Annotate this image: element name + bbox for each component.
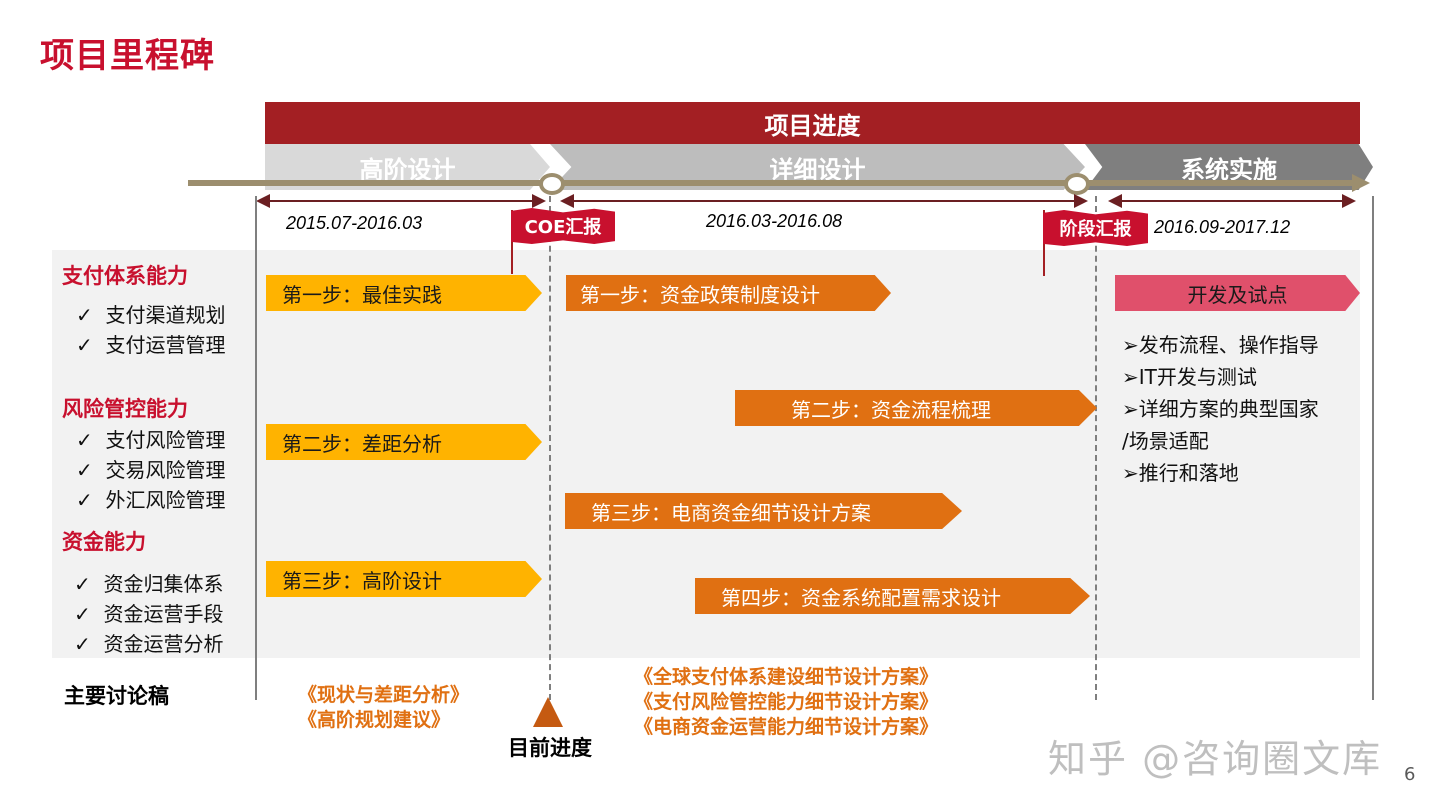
date-range-arrow — [256, 194, 546, 208]
doc-title: 《现状与差距分析》 — [298, 684, 470, 706]
main-drafts-label: 主要讨论稿 — [64, 684, 169, 708]
divider-dashed-line — [549, 196, 551, 700]
divider-dashed-line — [1095, 196, 1097, 700]
check-icon: ✓ — [76, 458, 93, 482]
phase1-step: 第二步：差距分析 — [266, 424, 542, 460]
phase3-date: 2016.09-2017.12 — [1154, 217, 1291, 237]
doc-title: 《支付风险管控能力细节设计方案》 — [634, 691, 939, 713]
capability-item: ✓ 支付运营管理 — [76, 333, 226, 357]
milestone-circle-icon — [539, 173, 565, 195]
phase2-step: 第一步：资金政策制度设计 — [566, 275, 891, 311]
capability-item: ✓ 外汇风险管理 — [76, 488, 226, 512]
capability-item: ✓ 交易风险管理 — [76, 458, 226, 482]
check-icon: ✓ — [76, 333, 93, 357]
bullet-item: ➢IT开发与测试 — [1122, 365, 1257, 389]
bullet-item: ➢发布流程、操作指导 — [1122, 333, 1319, 357]
capability-title: 风险管控能力 — [62, 397, 188, 421]
divider-line — [255, 196, 257, 700]
phase2-date: 2016.03-2016.08 — [706, 211, 843, 231]
coe-report-flag: COE汇报 — [511, 208, 615, 244]
capability-title: 支付体系能力 — [62, 264, 188, 288]
doc-title: 《高阶规划建议》 — [298, 709, 451, 731]
doc-title: 《全球支付体系建设细节设计方案》 — [634, 666, 939, 688]
stage-report-flag: 阶段汇报 — [1043, 210, 1148, 246]
check-icon: ✓ — [76, 488, 93, 512]
capability-item: ✓ 资金运营手段 — [74, 602, 224, 626]
capability-item: ✓ 支付渠道规划 — [76, 303, 226, 327]
milestone-circle-icon — [1064, 173, 1090, 195]
phase2-step: 第二步：资金流程梳理 — [735, 390, 1097, 426]
bullet-item: /场景适配 — [1122, 429, 1209, 453]
flag-pole — [511, 210, 513, 274]
bullet-item: ➢详细方案的典型国家 — [1122, 397, 1319, 421]
capability-title: 资金能力 — [62, 530, 146, 554]
check-icon: ✓ — [74, 572, 91, 596]
timeline-arrow-icon — [1352, 174, 1370, 192]
phase2-step: 第三步：电商资金细节设计方案 — [565, 493, 962, 529]
capability-item: ✓ 支付风险管理 — [76, 428, 226, 452]
watermark: 知乎 @咨询圈文库 — [1048, 737, 1383, 781]
check-icon: ✓ — [74, 602, 91, 626]
date-range-arrow — [560, 194, 1088, 208]
phase2-step: 第四步：资金系统配置需求设计 — [695, 578, 1090, 614]
bullet-item: ➢推行和落地 — [1122, 461, 1239, 485]
capability-item: ✓ 资金归集体系 — [74, 572, 224, 596]
phase1-step: 第一步：最佳实践 — [266, 275, 542, 311]
current-progress-triangle-icon — [533, 697, 563, 727]
phase1-docs: 《现状与差距分析》 《高阶规划建议》 — [298, 683, 469, 733]
page-title: 项目里程碑 — [40, 36, 215, 76]
phase1-step: 第三步：高阶设计 — [266, 561, 542, 597]
timeline-axis — [188, 180, 1358, 186]
date-range-arrow — [1108, 194, 1356, 208]
capability-item: ✓ 资金运营分析 — [74, 632, 224, 656]
project-progress-bar: 项目进度 — [265, 102, 1360, 144]
current-progress-label: 目前进度 — [508, 736, 592, 760]
check-icon: ✓ — [74, 632, 91, 656]
divider-line — [1372, 196, 1374, 700]
phase1-date: 2015.07-2016.03 — [286, 213, 423, 233]
check-icon: ✓ — [76, 428, 93, 452]
dev-pilot-box: 开发及试点 — [1115, 275, 1360, 311]
check-icon: ✓ — [76, 303, 93, 327]
implementation-bullets: ➢发布流程、操作指导 ➢IT开发与测试 ➢详细方案的典型国家 /场景适配 ➢推行… — [1122, 329, 1319, 489]
phase2-docs: 《全球支付体系建设细节设计方案》 《支付风险管控能力细节设计方案》 《电商资金运… — [634, 665, 938, 740]
doc-title: 《电商资金运营能力细节设计方案》 — [634, 716, 939, 738]
page-number: 6 — [1404, 764, 1416, 785]
